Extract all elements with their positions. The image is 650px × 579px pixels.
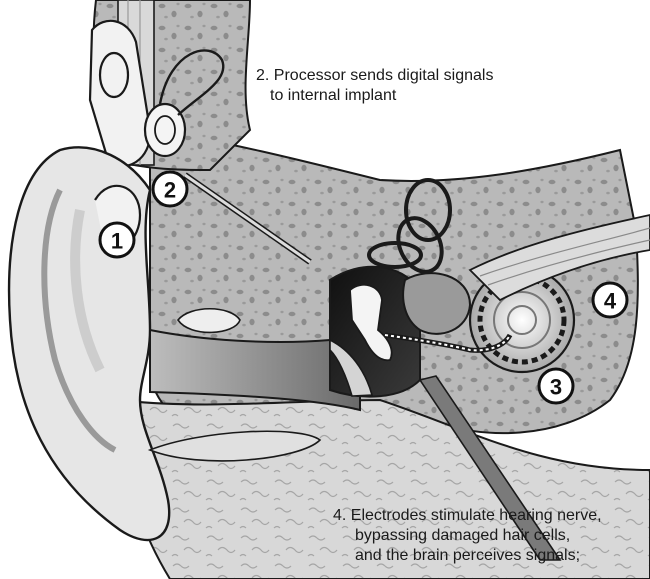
marker-4-label: 4 — [604, 289, 617, 314]
caption-step-4: 4. Electrodes stimulate hearing nerve, b… — [333, 506, 602, 566]
marker-2: 2 — [153, 172, 187, 206]
marker-1-label: 1 — [111, 229, 123, 254]
caption-step-2-line-2: to internal implant — [256, 86, 493, 106]
marker-1: 1 — [100, 223, 134, 257]
transmitter-coil — [145, 104, 185, 156]
marker-3: 3 — [539, 369, 573, 403]
caption-step-4-line-2: bypassing damaged hair cells, — [333, 526, 602, 546]
vestibule — [403, 273, 470, 334]
marker-2-label: 2 — [164, 178, 176, 203]
caption-step-2: 2. Processor sends digital signals to in… — [256, 66, 493, 106]
marker-4: 4 — [593, 283, 627, 317]
caption-step-4-line-3: and the brain perceives signals; — [333, 546, 602, 566]
caption-step-2-line-1: 2. Processor sends digital signals — [256, 66, 493, 86]
caption-step-4-line-1: 4. Electrodes stimulate hearing nerve, — [333, 506, 602, 526]
marker-3-label: 3 — [550, 375, 562, 400]
